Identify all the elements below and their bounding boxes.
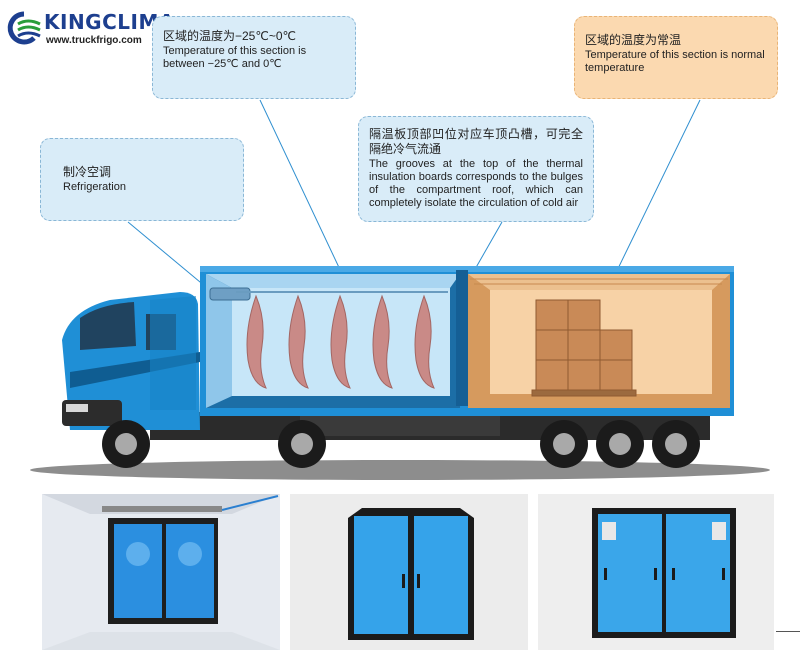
photo-partition-front [290, 494, 528, 650]
truck-cab [62, 292, 200, 430]
truck-diagram [30, 99, 770, 480]
callout-refrigeration-cn: 制冷空调 [63, 165, 112, 179]
ground-shadow [30, 460, 770, 480]
cargo-box [200, 266, 734, 416]
callout-frozen-en: Temperature of this section is between −… [163, 45, 307, 70]
photo-partition-panels [538, 494, 774, 650]
cargo-boxes [531, 299, 637, 397]
callout-refrigeration-en: Refrigeration [63, 181, 126, 193]
callout-normal-cn: 区域的温度为常温 [585, 33, 682, 47]
kingclima-logo-icon [7, 11, 41, 45]
hanging-meat [236, 291, 448, 389]
callout-frozen-cn: 区域的温度为−25℃~0℃ [163, 29, 296, 43]
callout-normal-en: Temperature of this section is normal te… [585, 49, 765, 74]
callout-grooves-cn: 隔温板顶部凹位对应车顶凸槽，可完全隔绝冷气流通 [369, 127, 583, 156]
partition-board [456, 270, 468, 406]
callout-normal-zone: 区域的温度为常温 Temperature of this section is … [574, 16, 778, 99]
callout-grooves: 隔温板顶部凹位对应车顶凸槽，可完全隔绝冷气流通 The grooves at t… [358, 116, 594, 222]
callout-refrigeration: 制冷空调 Refrigeration [40, 138, 244, 221]
wheels [102, 420, 700, 468]
brand-url: www.truckfrigo.com [46, 35, 142, 46]
bottom-divider [776, 631, 800, 632]
refrigeration-unit [209, 287, 251, 301]
callout-frozen-zone: 区域的温度为−25℃~0℃ Temperature of this sectio… [152, 16, 356, 99]
callout-grooves-en: The grooves at the top of the thermal in… [369, 158, 583, 209]
photo-installed-partition [42, 494, 280, 650]
